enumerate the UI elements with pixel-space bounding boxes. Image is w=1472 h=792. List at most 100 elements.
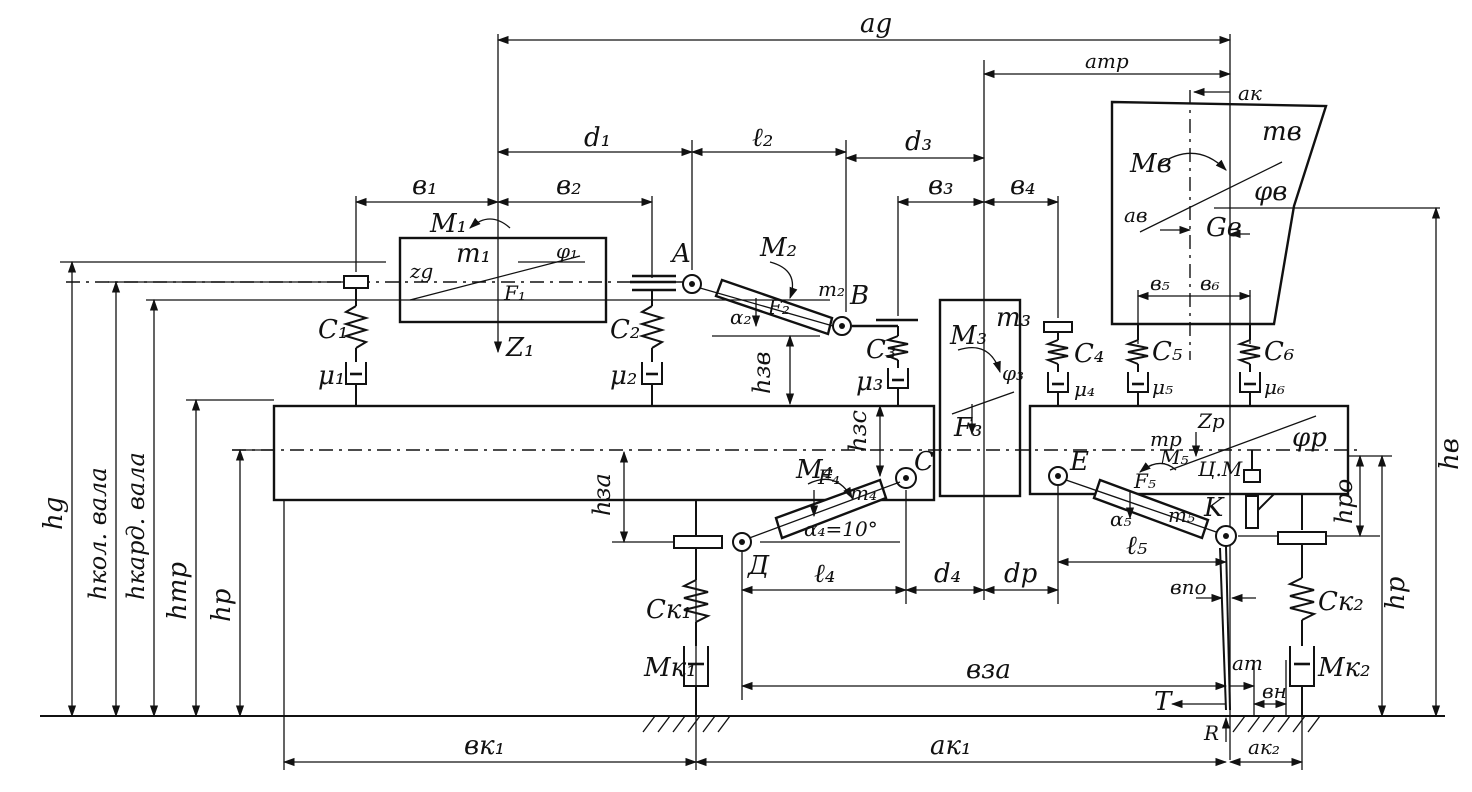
label-Zr: Zр — [1197, 409, 1225, 433]
label-T: T — [1154, 687, 1173, 717]
cab-tilt-line — [1139, 161, 1283, 233]
label-bn: вн — [1262, 679, 1287, 703]
label-M1: M₁ — [429, 209, 467, 239]
dim-bpo: впо — [1170, 575, 1256, 603]
label-Mk1: Mк₁ — [643, 653, 697, 683]
label-alpha4: α₄=10° — [804, 517, 878, 541]
label-M2: M₂ — [759, 233, 797, 263]
label-mu2: μ₂ — [610, 361, 637, 391]
label-C3: C₃ — [866, 335, 896, 365]
spring-c2: C₂ — [610, 290, 666, 349]
dim-l4: ℓ₄ — [740, 490, 908, 700]
dim-h-zv: hзв — [748, 334, 795, 406]
label-m3: m₃ — [996, 303, 1031, 333]
damper-mu1: μ₁ — [318, 348, 367, 406]
label-C2: C₂ — [610, 315, 640, 345]
label-A: A — [670, 239, 691, 269]
label-l5: ℓ₅ — [1126, 531, 1148, 561]
spring-ck2: Cк₂ — [1277, 494, 1364, 621]
dim-h-ro: hро — [1326, 454, 1380, 538]
dim-at: aт — [1230, 651, 1263, 691]
force-R: R — [1203, 716, 1231, 745]
dim-hr: hр — [207, 448, 274, 718]
spring-c3: C₃ — [866, 326, 909, 365]
label-zg: z𝑔 — [409, 259, 433, 283]
label-phi1: φ₁ — [556, 239, 578, 263]
label-mu6: μ₆ — [1264, 375, 1285, 399]
dim-bza: вза — [740, 655, 1228, 691]
dim-a-g: a𝑔 — [496, 9, 1232, 45]
label-E: E — [1069, 447, 1089, 477]
label-R: R — [1203, 721, 1219, 745]
label-a-g: a𝑔 — [860, 9, 892, 39]
label-bk1: вк₁ — [464, 731, 505, 761]
dim-b1: в₁ — [354, 171, 500, 272]
dim-hg: h𝑔 — [39, 260, 386, 718]
spring-c5: C₅ — [1124, 324, 1183, 367]
label-h-zv: hзв — [748, 351, 776, 394]
damper-mu5: μ₅ — [1127, 364, 1173, 406]
label-phir: φр — [1292, 423, 1327, 453]
label-ak1: aк₁ — [930, 731, 971, 761]
dim-bn: вн — [1252, 660, 1288, 716]
dim-hkol: hкол. вала — [84, 280, 344, 718]
label-Mv: Mв — [1129, 149, 1172, 179]
dim-l2: ℓ₂ — [690, 123, 848, 157]
dim-htr: hтр — [163, 398, 274, 718]
dim-b3: в₃ — [896, 171, 986, 316]
label-Mk2: Mк₂ — [1317, 653, 1371, 683]
dim-bk1: вк₁ — [282, 500, 698, 770]
label-ak2: aк₂ — [1248, 735, 1280, 759]
ground-hatch-left — [642, 715, 731, 733]
frame-left — [272, 404, 936, 502]
dim-h-za: hза — [588, 450, 629, 544]
label-alpha5: α₅ — [1110, 507, 1132, 531]
moment-M2-arrow — [769, 261, 798, 300]
label-B: B — [849, 281, 869, 311]
ground-hatch-right — [1232, 715, 1321, 733]
mass-m1-block — [398, 236, 608, 324]
dim-d3: d₃ — [844, 127, 986, 163]
moment-M1-arrow — [469, 217, 511, 229]
dim-l5: ℓ₅ — [1056, 531, 1228, 567]
dim-dr: dр — [982, 486, 1060, 604]
damper-mk2: Mк₂ — [1289, 620, 1371, 716]
label-mu1: μ₁ — [318, 361, 345, 391]
label-F2: F₂ — [767, 295, 790, 319]
dim-d4: d₄ — [904, 559, 986, 595]
dim-ak2: aк₂ — [1228, 716, 1304, 770]
spring-ck1: Cк₁ — [646, 500, 711, 625]
label-m4: m₄ — [850, 481, 877, 505]
label-F5: F₅ — [1133, 469, 1156, 493]
label-m2: m₂ — [818, 277, 845, 301]
label-hr-right: hр — [1381, 576, 1411, 610]
damper-mu2: μ₂ — [610, 348, 663, 406]
label-d3: d₃ — [905, 127, 932, 157]
spring-c4: C₄ — [1043, 321, 1104, 369]
dim-ak1: aк₁ — [694, 731, 1228, 767]
label-mu3: μ₃ — [856, 367, 883, 397]
label-bpo: впо — [1170, 575, 1207, 599]
label-b6: в₆ — [1200, 271, 1220, 295]
label-C: C — [914, 447, 934, 477]
dim-b4: в₄ — [982, 171, 1060, 318]
label-C5: C₅ — [1152, 337, 1183, 367]
label-b4: в₄ — [1010, 171, 1036, 201]
label-D: Д — [747, 551, 770, 581]
dim-d1: d₁ — [496, 123, 694, 157]
label-htr: hтр — [163, 562, 193, 620]
label-Z1: Z₁ — [505, 333, 535, 363]
dim-hkard: hкард. вала — [122, 298, 830, 718]
label-hkol: hкол. вала — [84, 467, 112, 600]
label-mr: mр — [1150, 427, 1182, 451]
label-mu4: μ₄ — [1074, 377, 1095, 401]
dim-h-zs: hзс — [844, 404, 885, 478]
label-F3: F₃ — [953, 413, 982, 443]
label-dr: dр — [1004, 559, 1038, 589]
label-C4: C₄ — [1074, 339, 1104, 369]
label-M5: M₅ — [1159, 445, 1189, 469]
label-b2: в₂ — [556, 171, 582, 201]
label-Ck2: Cк₂ — [1318, 587, 1364, 617]
label-Gv: Gв — [1206, 213, 1242, 243]
